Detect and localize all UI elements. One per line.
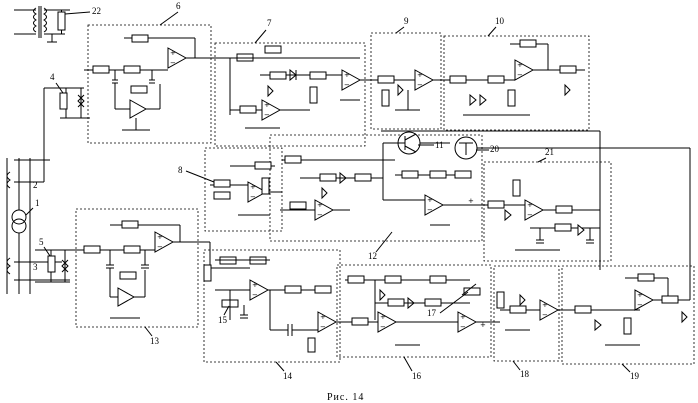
block-18-circuit: +− — [497, 292, 585, 330]
block-16-circuit: + − + − + — [345, 276, 500, 345]
label-20: 20 — [490, 144, 500, 154]
block-19 — [562, 266, 694, 364]
label-2: 2 — [33, 180, 38, 190]
label-16: 16 — [412, 371, 422, 381]
block-9-circuit: +− — [372, 70, 447, 110]
svg-text:−: − — [170, 59, 176, 67]
svg-text:−: − — [250, 193, 256, 201]
svg-text:−: − — [637, 301, 643, 309]
svg-text:−: − — [417, 81, 423, 89]
block-8 — [205, 148, 282, 231]
label-3: 3 — [33, 262, 38, 272]
label-6: 6 — [176, 1, 181, 11]
label-10: 10 — [495, 16, 505, 26]
label-15: 15 — [218, 315, 228, 325]
block-12 — [270, 135, 482, 241]
svg-text:+: + — [157, 233, 163, 241]
svg-text:−: − — [527, 211, 533, 219]
svg-text:+: + — [427, 196, 433, 204]
svg-text:+: + — [252, 281, 258, 289]
label-22: 22 — [92, 6, 101, 16]
svg-text:−: − — [320, 323, 326, 331]
label-19: 19 — [630, 371, 640, 381]
svg-text:+: + — [380, 313, 386, 321]
svg-text:−: − — [344, 81, 350, 89]
svg-text:−: − — [542, 311, 548, 319]
svg-text:−: − — [380, 323, 386, 331]
svg-text:+: + — [468, 197, 474, 205]
svg-text:+: + — [542, 301, 548, 309]
svg-text:+: + — [417, 71, 423, 79]
label-13: 13 — [150, 336, 160, 346]
label-8: 8 — [178, 165, 183, 175]
block-19-circuit: +− — [570, 274, 690, 345]
label-21: 21 — [545, 147, 554, 157]
svg-text:+: + — [480, 321, 486, 329]
block-21 — [484, 162, 611, 261]
label-9: 9 — [404, 16, 409, 26]
label-5: 5 — [39, 237, 44, 247]
svg-text:−: − — [157, 243, 163, 251]
svg-text:+: + — [637, 291, 643, 299]
figure-caption: Рис. 14 — [327, 392, 364, 403]
svg-text:−: − — [517, 71, 523, 79]
label-11: 11 — [435, 140, 444, 150]
block-13-circuit: +− — [78, 221, 210, 318]
svg-text:+: + — [317, 201, 323, 209]
block-7-circuit: + − + − — [215, 46, 372, 128]
label-1: 1 — [35, 198, 40, 208]
label-4: 4 — [50, 72, 55, 82]
power-line — [7, 88, 90, 294]
label-17: 17 — [427, 308, 437, 318]
svg-text:+: + — [320, 313, 326, 321]
label-18: 18 — [520, 369, 530, 379]
svg-text:−: − — [460, 323, 466, 331]
svg-text:+: + — [517, 61, 523, 69]
transformer-22 — [14, 6, 70, 42]
svg-text:−: − — [252, 291, 258, 299]
svg-text:+: + — [170, 49, 176, 57]
block-10-circuit: +− — [447, 40, 585, 115]
svg-text:+: + — [527, 201, 533, 209]
block-8-circuit: +− — [210, 162, 282, 215]
block-6 — [88, 25, 211, 143]
transistor-20 — [455, 137, 690, 300]
svg-text:+: + — [344, 71, 350, 79]
block-21-circuit: +− — [488, 180, 600, 250]
block-6-circuit: +− — [84, 35, 215, 130]
label-14: 14 — [283, 371, 293, 381]
svg-text:+: + — [460, 313, 466, 321]
block-14-circuit: + − + − — [204, 257, 355, 352]
svg-text:−: − — [427, 206, 433, 214]
svg-text:−: − — [264, 111, 270, 119]
svg-text:+: + — [250, 183, 256, 191]
label-7: 7 — [267, 18, 272, 28]
label-12: 12 — [368, 251, 377, 261]
svg-text:−: − — [317, 211, 323, 219]
svg-text:+: + — [264, 101, 270, 109]
